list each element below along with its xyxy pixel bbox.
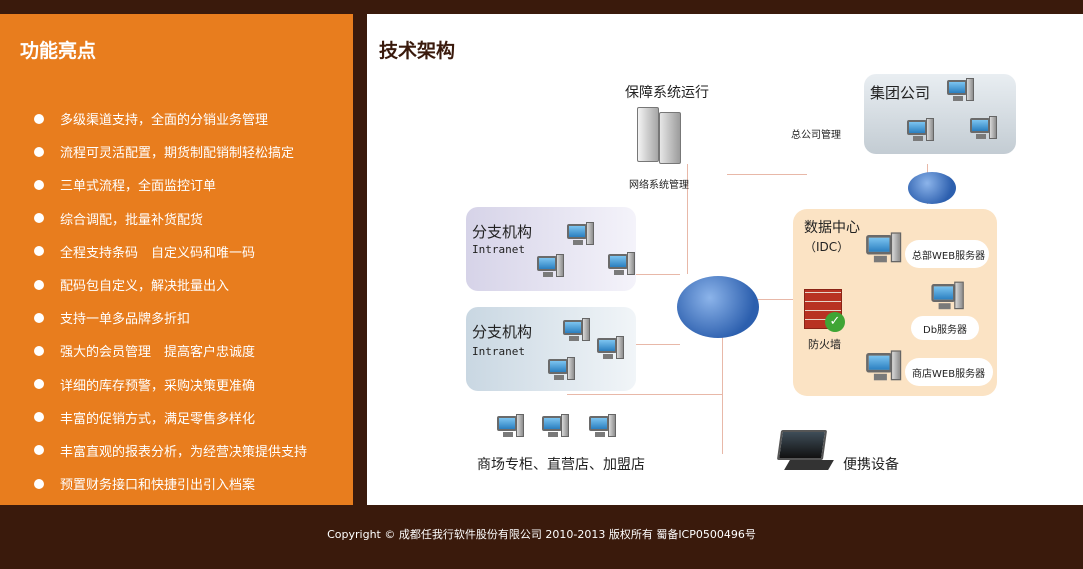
feature-text: 支持一单多品牌多折扣 bbox=[60, 312, 191, 328]
list-item: 三单式流程，全面监控订单 bbox=[34, 168, 307, 201]
computer-icon bbox=[907, 118, 934, 142]
connector-line bbox=[635, 344, 680, 345]
computer-icon bbox=[563, 318, 590, 342]
computer-icon bbox=[542, 414, 569, 438]
bullet-icon bbox=[34, 312, 44, 323]
features-title: 功能亮点 bbox=[20, 40, 97, 62]
list-item: 支持一单多品牌多折扣 bbox=[34, 301, 307, 334]
bullet-icon bbox=[34, 146, 44, 157]
list-item: 丰富的促销方式，满足零售多样化 bbox=[34, 401, 307, 434]
list-item: 流程可灵活配置，期货制配销制轻松搞定 bbox=[34, 135, 307, 168]
group-company-label: 集团公司 bbox=[870, 84, 931, 102]
list-item: 多级渠道支持，全面的分销业务管理 bbox=[34, 102, 307, 135]
laptop-keyboard bbox=[784, 460, 834, 470]
connector-line bbox=[727, 174, 807, 175]
connector-line bbox=[757, 299, 802, 300]
feature-text: 三单式流程，全面监控订单 bbox=[60, 179, 217, 195]
datacenter-subtitle: （IDC） bbox=[804, 240, 850, 254]
bullet-icon bbox=[34, 213, 44, 224]
group-company-box bbox=[864, 74, 1016, 154]
bullet-icon bbox=[34, 478, 44, 489]
branch-title: 分支机构 bbox=[472, 323, 533, 341]
feature-list: 多级渠道支持，全面的分销业务管理 流程可灵活配置，期货制配销制轻松搞定 三单式流… bbox=[34, 102, 307, 500]
computer-icon bbox=[947, 78, 974, 102]
connector-line bbox=[635, 274, 680, 275]
branch-subtitle: Intranet bbox=[472, 243, 525, 256]
connector-line bbox=[687, 164, 688, 274]
computer-icon bbox=[497, 414, 524, 438]
computer-icon bbox=[970, 116, 997, 140]
feature-text: 配码包自定义，解决批量出入 bbox=[60, 279, 230, 295]
firewall-label: 防火墙 bbox=[808, 338, 841, 351]
cloud-icon bbox=[908, 172, 956, 204]
feature-text: 综合调配，批量补货配货 bbox=[60, 212, 204, 228]
feature-text: 详细的库存预警，采购决策更准确 bbox=[60, 378, 256, 394]
feature-text: 丰富直观的报表分析，为经营决策提供支持 bbox=[60, 444, 308, 460]
bullet-icon bbox=[34, 113, 44, 124]
laptop-icon bbox=[776, 430, 828, 460]
server-cloud-bg bbox=[905, 240, 989, 268]
list-item: 强大的会员管理 提高客户忠诚度 bbox=[34, 334, 307, 367]
list-item: 预置财务接口和快捷引出引入档案 bbox=[34, 467, 307, 500]
computer-icon bbox=[608, 252, 635, 276]
support-label: 保障系统运行 bbox=[625, 85, 709, 101]
feature-text: 多级渠道支持，全面的分销业务管理 bbox=[60, 113, 269, 129]
server-cloud-bg bbox=[905, 358, 993, 386]
list-item: 丰富直观的报表分析，为经营决策提供支持 bbox=[34, 434, 307, 467]
architecture-title: 技术架构 bbox=[379, 40, 456, 62]
footer-copyright: Copyright © 成都任我行软件股份有限公司 2010-2013 版权所有… bbox=[327, 528, 756, 541]
list-item: 配码包自定义，解决批量出入 bbox=[34, 268, 307, 301]
bullet-icon bbox=[34, 379, 44, 390]
bullet-icon bbox=[34, 179, 44, 190]
feature-text: 全程支持条码 自定义码和唯一码 bbox=[60, 245, 256, 261]
portable-label: 便携设备 bbox=[843, 457, 899, 473]
list-item: 全程支持条码 自定义码和唯一码 bbox=[34, 235, 307, 268]
bullet-icon bbox=[34, 279, 44, 290]
server-icon bbox=[659, 112, 681, 164]
feature-text: 流程可灵活配置，期货制配销制轻松搞定 bbox=[60, 146, 295, 162]
feature-text: 预置财务接口和快捷引出引入档案 bbox=[60, 478, 256, 494]
computer-icon bbox=[589, 414, 616, 438]
server-icon bbox=[637, 107, 659, 162]
store-web-server-label: 商店WEB服务器 bbox=[912, 369, 986, 380]
computer-icon bbox=[548, 357, 575, 381]
computer-icon bbox=[597, 336, 624, 360]
web-server-icon bbox=[866, 232, 902, 263]
db-server-label: Db服务器 bbox=[923, 325, 968, 336]
datacenter-title: 数据中心 bbox=[804, 220, 860, 236]
store-server-icon bbox=[866, 350, 902, 381]
hq-mgmt-label: 总公司管理 bbox=[791, 130, 841, 141]
network-mgmt-label: 网络系统管理 bbox=[629, 180, 689, 191]
list-item: 详细的库存预警，采购决策更准确 bbox=[34, 368, 307, 401]
cloud-icon bbox=[677, 276, 759, 338]
stores-label: 商场专柜、直营店、加盟店 bbox=[477, 457, 645, 473]
features-panel: 功能亮点 多级渠道支持，全面的分销业务管理 流程可灵活配置，期货制配销制轻松搞定… bbox=[0, 14, 353, 505]
bullet-icon bbox=[34, 445, 44, 456]
server-cloud-bg bbox=[911, 316, 979, 340]
computer-icon bbox=[537, 254, 564, 278]
branch-title: 分支机构 bbox=[472, 223, 533, 241]
feature-text: 强大的会员管理 提高客户忠诚度 bbox=[60, 345, 256, 361]
list-item: 综合调配，批量补货配货 bbox=[34, 202, 307, 235]
hq-web-server-label: 总部WEB服务器 bbox=[912, 251, 986, 262]
connector-line bbox=[567, 394, 722, 395]
db-server-icon bbox=[931, 281, 964, 311]
feature-text: 丰富的促销方式，满足零售多样化 bbox=[60, 411, 256, 427]
bullet-icon bbox=[34, 345, 44, 356]
branch-box bbox=[466, 207, 636, 291]
check-icon: ✓ bbox=[825, 312, 845, 332]
bullet-icon bbox=[34, 246, 44, 257]
computer-icon bbox=[567, 222, 594, 246]
branch-subtitle: Intranet bbox=[472, 345, 525, 358]
connector-line bbox=[722, 324, 723, 454]
architecture-panel: 技术架构 保障系统运行 网络系统管理 集团公司 总公司管理 分支机构 Intra… bbox=[367, 14, 1083, 505]
bullet-icon bbox=[34, 412, 44, 423]
